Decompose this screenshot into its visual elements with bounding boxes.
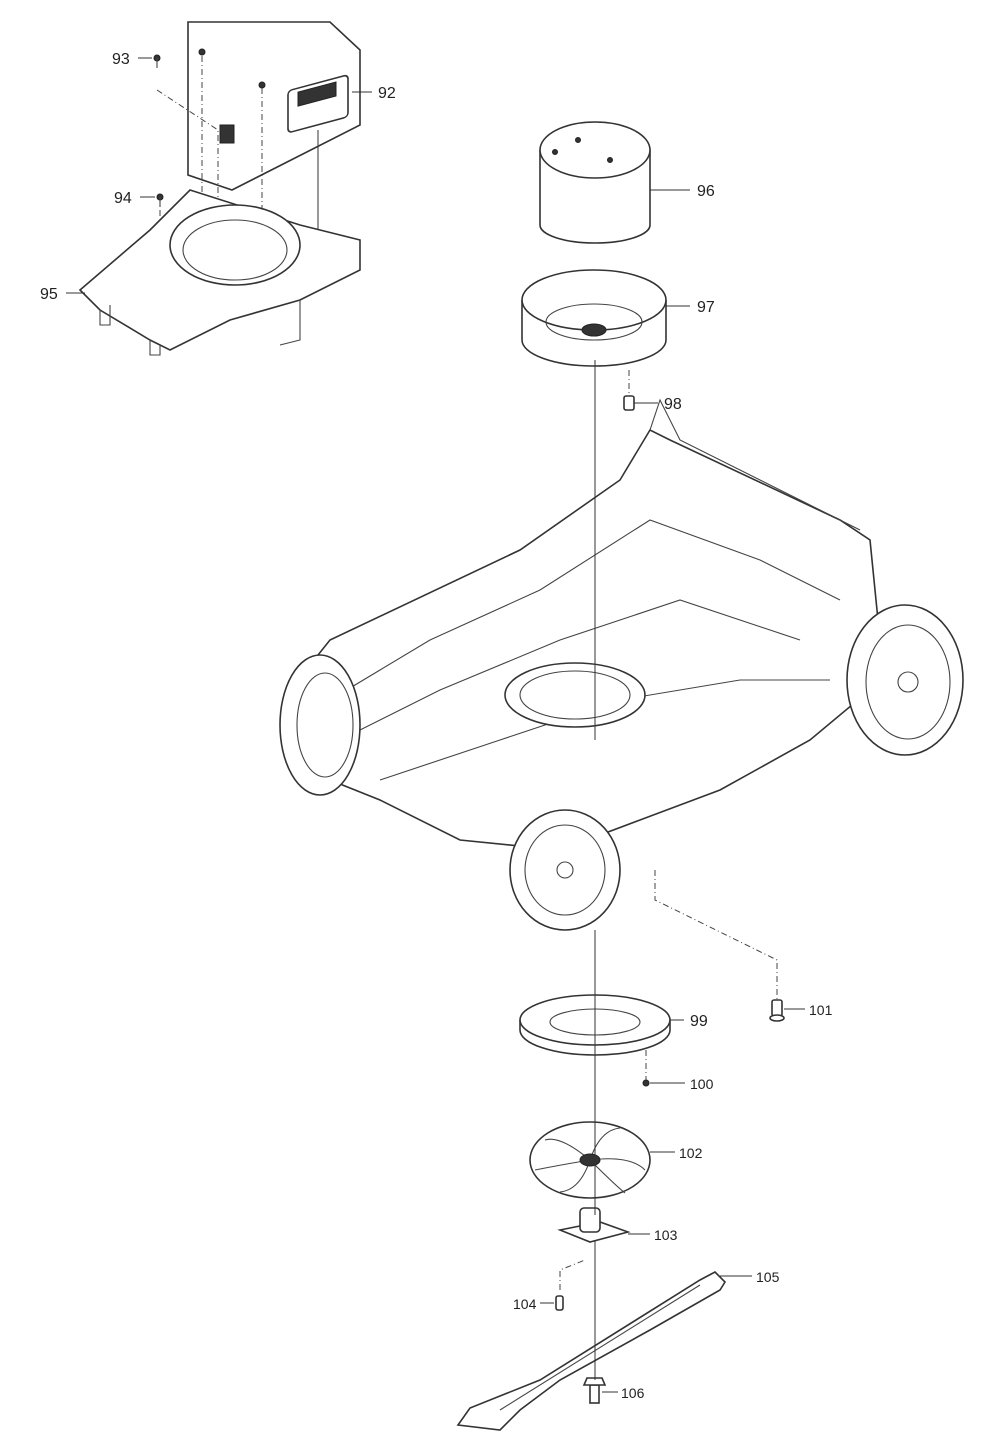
mower-deck xyxy=(289,398,881,851)
part-104-screw xyxy=(555,1295,564,1311)
part-92-switch-module xyxy=(287,74,349,133)
wheel-front xyxy=(509,809,621,931)
callout-104: 104 xyxy=(513,1296,537,1312)
callout-106: 106 xyxy=(621,1385,645,1401)
callout-95: 95 xyxy=(40,286,58,303)
part-98-screw xyxy=(623,395,635,411)
part-100-screw xyxy=(642,1079,650,1087)
part-94-screw xyxy=(156,193,164,207)
part-102-fan xyxy=(529,1121,651,1199)
part-103-blade-adapter xyxy=(557,1207,631,1243)
callout-105: 105 xyxy=(756,1269,780,1285)
wheel-rear-left xyxy=(279,654,361,796)
part-101-screw xyxy=(769,999,785,1022)
callout-103: 103 xyxy=(654,1227,678,1243)
part-95-housing xyxy=(78,189,361,356)
part-96-motor xyxy=(539,121,651,244)
control-panel-cover xyxy=(187,21,361,191)
microswitch xyxy=(219,124,235,144)
callout-96: 96 xyxy=(697,183,715,200)
wheel-rear-right xyxy=(846,604,964,756)
callout-98: 98 xyxy=(664,396,682,413)
part-97-motor-mount xyxy=(521,269,667,367)
callout-94: 94 xyxy=(114,190,132,207)
callout-102: 102 xyxy=(679,1145,703,1161)
part-106-bolt xyxy=(582,1377,607,1404)
callout-100: 100 xyxy=(690,1076,714,1092)
callout-99: 99 xyxy=(690,1013,708,1030)
callout-92: 92 xyxy=(378,85,396,102)
callout-101: 101 xyxy=(809,1002,833,1018)
callout-97: 97 xyxy=(697,299,715,316)
callout-93: 93 xyxy=(112,51,130,68)
part-93-screw xyxy=(153,54,161,68)
part-105-blade xyxy=(456,1271,727,1431)
